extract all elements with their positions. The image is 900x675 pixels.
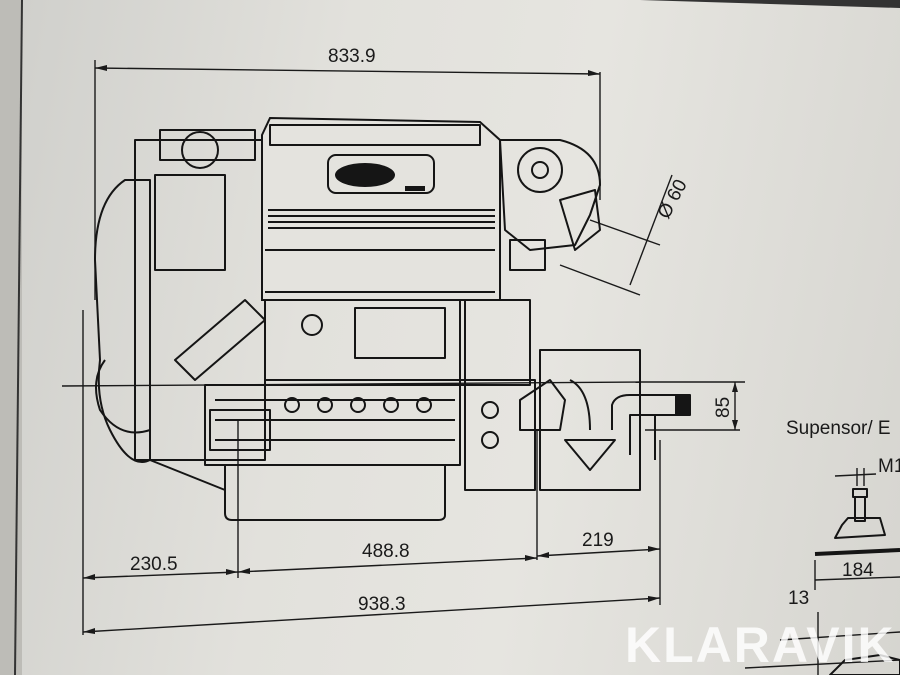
dim-label-488-8: 488.8 [362,541,410,562]
bottom-detail-drawing [744,612,900,675]
dim-label-938-3: 938.3 [358,594,406,615]
dimension-diameter-60 [559,174,673,296]
detail-dim-label: 13 [788,588,809,609]
engine-outline [94,116,691,521]
panel-title-supensor: Supensor/ E [786,418,891,439]
frame-corner [640,0,900,8]
dim-label-diameter: Ø 60 [654,176,692,222]
dim-label-overall-top: 833.9 [328,46,376,67]
dimension-bottom-chain [82,310,661,635]
watermark: KLARAVIK [625,617,896,673]
dimension-85 [640,381,745,431]
engine-mount-detail [814,468,900,590]
frame-line-left [14,0,23,675]
mount-width-label: 184 [842,560,874,581]
dim-label-219: 219 [582,530,614,551]
dim-label-230-5: 230.5 [130,554,178,575]
dim-label-85: 85 [713,397,734,418]
thread-label: M1 [878,456,900,477]
brand-logo [335,163,395,187]
